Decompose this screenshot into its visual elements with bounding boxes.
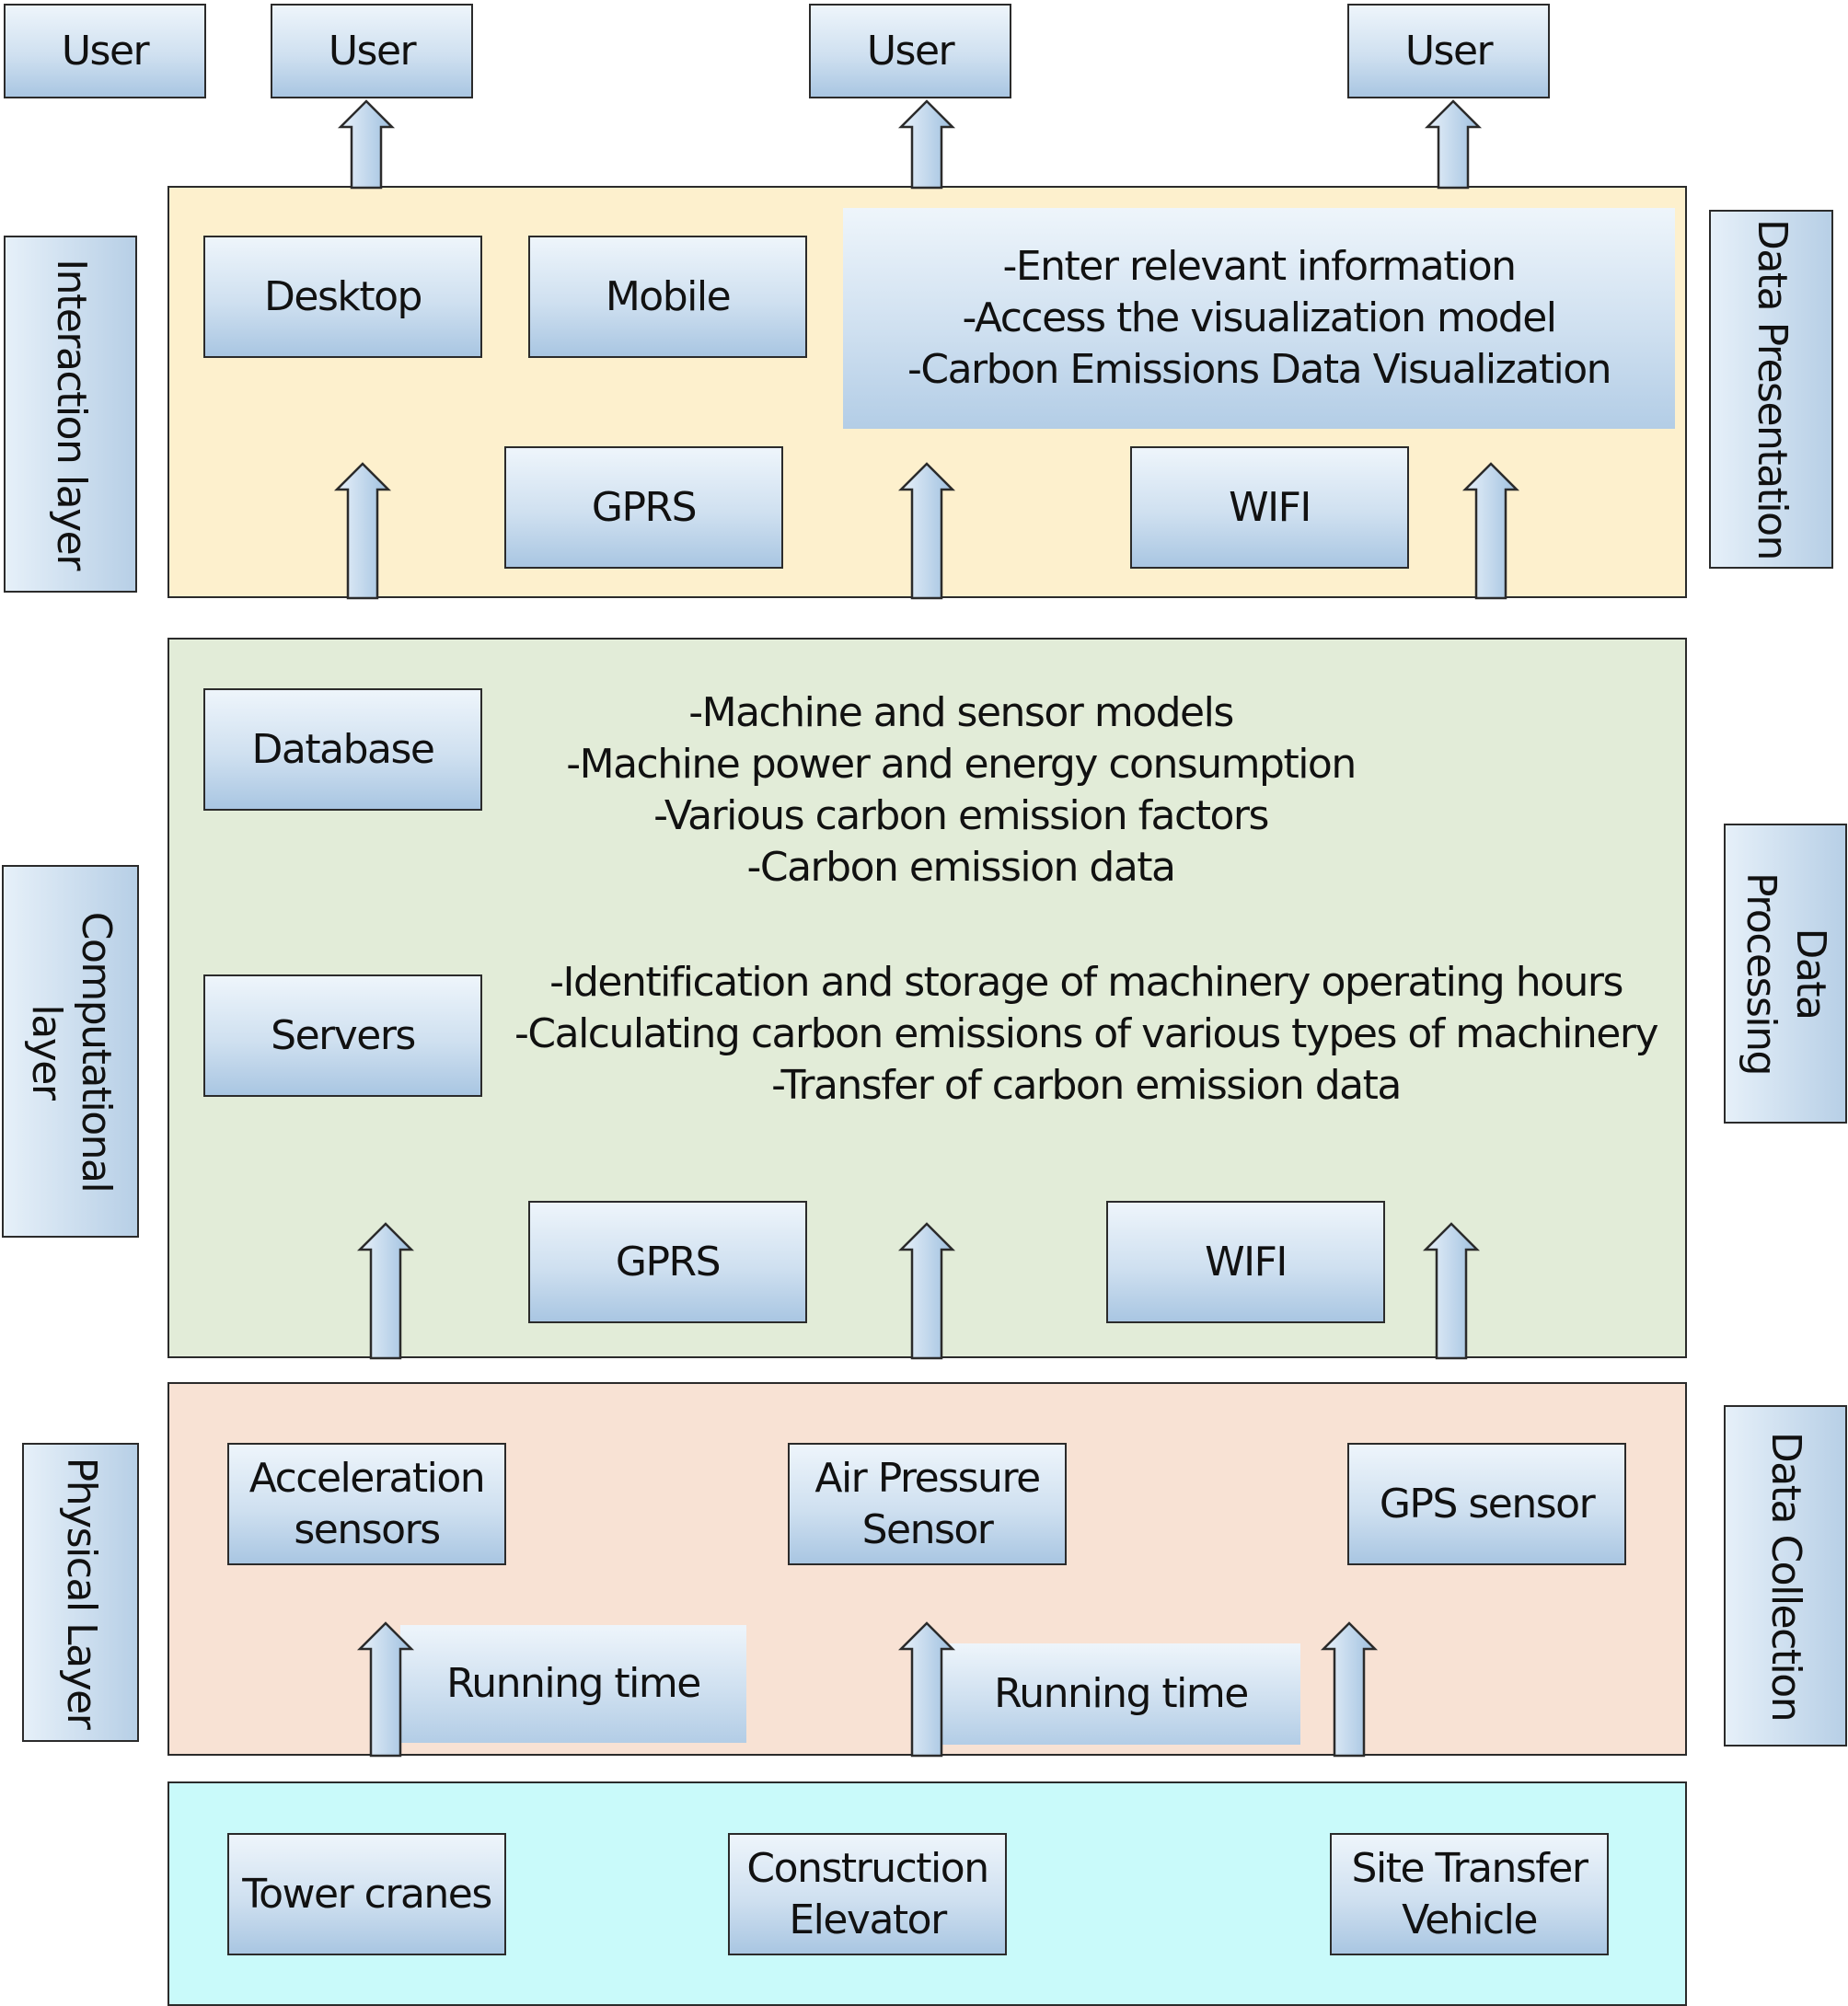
air-pressure-sensor-box: Air Pressure Sensor xyxy=(788,1443,1067,1565)
interaction-wifi-box: WIFI xyxy=(1130,446,1409,569)
up-arrow-icon xyxy=(897,462,956,600)
servers-box: Servers xyxy=(203,974,482,1097)
computational-layer-text-line: layer xyxy=(22,1004,70,1099)
server-item: -Calculating carbon emissions of various… xyxy=(514,1010,1658,1057)
up-arrow-icon xyxy=(337,99,396,190)
computational-layer-text: Computational layer xyxy=(21,911,121,1192)
up-arrow-icon xyxy=(356,1222,415,1360)
user-label: User xyxy=(328,27,417,75)
computational-wifi-box: WIFI xyxy=(1106,1201,1385,1323)
presentation-features-box: -Enter relevant information -Access the … xyxy=(843,208,1675,429)
physical-layer-text: Physical Layer xyxy=(57,1457,105,1728)
database-item: -Carbon emission data xyxy=(746,844,1176,891)
user-box-1: User xyxy=(4,4,206,98)
database-item: -Machine power and energy consumption xyxy=(566,741,1357,788)
acceleration-sensors-box: Acceleration sensors xyxy=(227,1443,506,1565)
database-item: -Machine and sensor models xyxy=(688,689,1234,736)
gprs-label: GPRS xyxy=(615,1238,722,1285)
gps-sensor-box: GPS sensor xyxy=(1347,1443,1626,1565)
tower-cranes-label: Tower cranes xyxy=(242,1870,492,1918)
gprs-label: GPRS xyxy=(591,483,698,531)
user-box-2: User xyxy=(271,4,473,98)
air-pressure-label-line: Sensor xyxy=(861,1505,994,1553)
data-processing-label: Data Processing xyxy=(1724,824,1847,1124)
up-arrow-icon xyxy=(356,1621,415,1758)
interaction-layer-label: Interaction layer xyxy=(4,236,137,593)
server-item: -Identification and storage of machinery… xyxy=(549,959,1623,1006)
wifi-label: WIFI xyxy=(1229,483,1311,531)
database-items: -Machine and sensor models -Machine powe… xyxy=(566,687,1357,893)
up-arrow-icon xyxy=(333,462,392,600)
feature-item: -Carbon Emissions Data Visualization xyxy=(907,346,1612,393)
database-item: -Various carbon emission factors xyxy=(653,792,1269,839)
interaction-layer-text: Interaction layer xyxy=(47,259,95,570)
vehicle-label-line: Site Transfer xyxy=(1351,1844,1588,1892)
interaction-gprs-box: GPRS xyxy=(504,446,783,569)
up-arrow-icon xyxy=(1461,462,1520,600)
running-time-box-2: Running time xyxy=(941,1643,1300,1745)
server-item: -Transfer of carbon emission data xyxy=(771,1062,1402,1109)
air-pressure-label-line: Air Pressure xyxy=(814,1454,1041,1502)
construction-elevator-box: Construction Elevator xyxy=(728,1833,1007,1955)
running-time-box-1: Running time xyxy=(400,1625,746,1743)
up-arrow-icon xyxy=(1424,99,1483,190)
user-label: User xyxy=(61,27,150,75)
user-label: User xyxy=(1404,27,1494,75)
elevator-label-line: Construction xyxy=(746,1844,989,1892)
wifi-label: WIFI xyxy=(1205,1238,1288,1285)
acceleration-label-line: Acceleration xyxy=(248,1454,486,1502)
desktop-box: Desktop xyxy=(203,236,482,358)
desktop-label: Desktop xyxy=(264,272,422,320)
database-box: Database xyxy=(203,688,482,811)
database-label: Database xyxy=(251,725,435,773)
up-arrow-icon xyxy=(897,99,956,190)
user-box-4: User xyxy=(1347,4,1550,98)
data-collection-text: Data Collection xyxy=(1762,1431,1809,1721)
mobile-box: Mobile xyxy=(528,236,807,358)
up-arrow-icon xyxy=(1320,1621,1379,1758)
elevator-label-line: Elevator xyxy=(789,1896,947,1943)
gps-label: GPS sensor xyxy=(1379,1480,1596,1528)
feature-item: -Access the visualization model xyxy=(962,294,1557,341)
running-time-label: Running time xyxy=(446,1660,701,1707)
vehicle-label-line: Vehicle xyxy=(1402,1896,1538,1943)
data-presentation-label: Data Presentation xyxy=(1709,210,1833,569)
tower-cranes-box: Tower cranes xyxy=(227,1833,506,1955)
running-time-label: Running time xyxy=(994,1670,1249,1717)
up-arrow-icon xyxy=(897,1621,956,1758)
computational-layer-label: Computational layer xyxy=(2,865,139,1238)
up-arrow-icon xyxy=(1422,1222,1481,1360)
physical-layer-label: Physical Layer xyxy=(22,1443,139,1742)
acceleration-label-line: sensors xyxy=(294,1505,441,1553)
data-processing-text-line: Processing xyxy=(1738,872,1784,1075)
server-items: -Identification and storage of machinery… xyxy=(514,957,1658,1112)
computational-gprs-box: GPRS xyxy=(528,1201,807,1323)
user-label: User xyxy=(866,27,955,75)
data-processing-text-line: Data xyxy=(1787,928,1834,1020)
user-box-3: User xyxy=(809,4,1011,98)
data-presentation-text: Data Presentation xyxy=(1748,219,1796,559)
data-processing-text: Data Processing xyxy=(1736,872,1835,1075)
site-transfer-vehicle-box: Site Transfer Vehicle xyxy=(1330,1833,1609,1955)
up-arrow-icon xyxy=(897,1222,956,1360)
feature-item: -Enter relevant information xyxy=(1002,243,1517,290)
data-collection-label: Data Collection xyxy=(1724,1405,1847,1747)
servers-label: Servers xyxy=(271,1011,416,1059)
computational-layer-text-line: Computational xyxy=(72,911,120,1192)
mobile-label: Mobile xyxy=(605,272,732,320)
